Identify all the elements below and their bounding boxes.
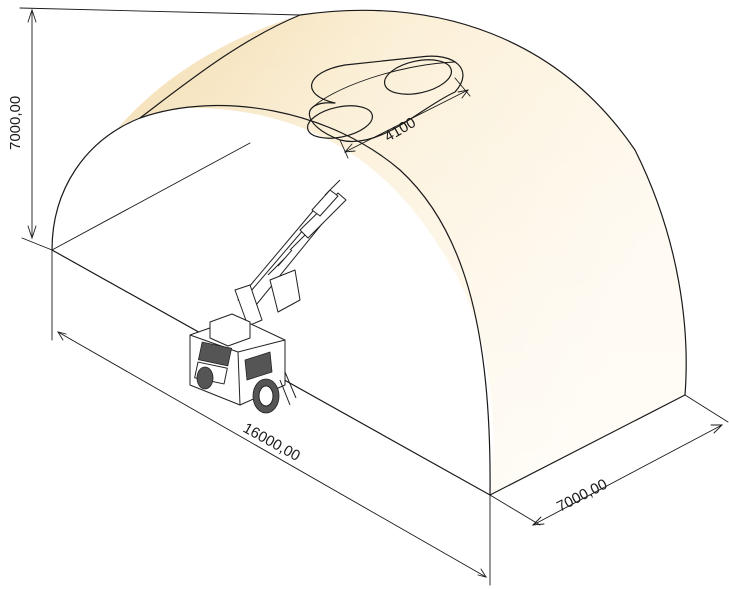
- dimension-height: 7000,00: [7, 7, 301, 251]
- roof-opening: [306, 55, 464, 143]
- rear-arch: [299, 9, 687, 396]
- dimension-height-label: 7000,00: [7, 96, 24, 150]
- drilling-rig-icon: [189, 179, 347, 414]
- dimension-length-label: 16000,00: [240, 420, 303, 465]
- dimension-width-label: 7000,00: [554, 476, 610, 516]
- front-arch: [51, 104, 491, 496]
- dimension-length: 16000,00: [51, 249, 491, 586]
- floor-right: [489, 394, 686, 496]
